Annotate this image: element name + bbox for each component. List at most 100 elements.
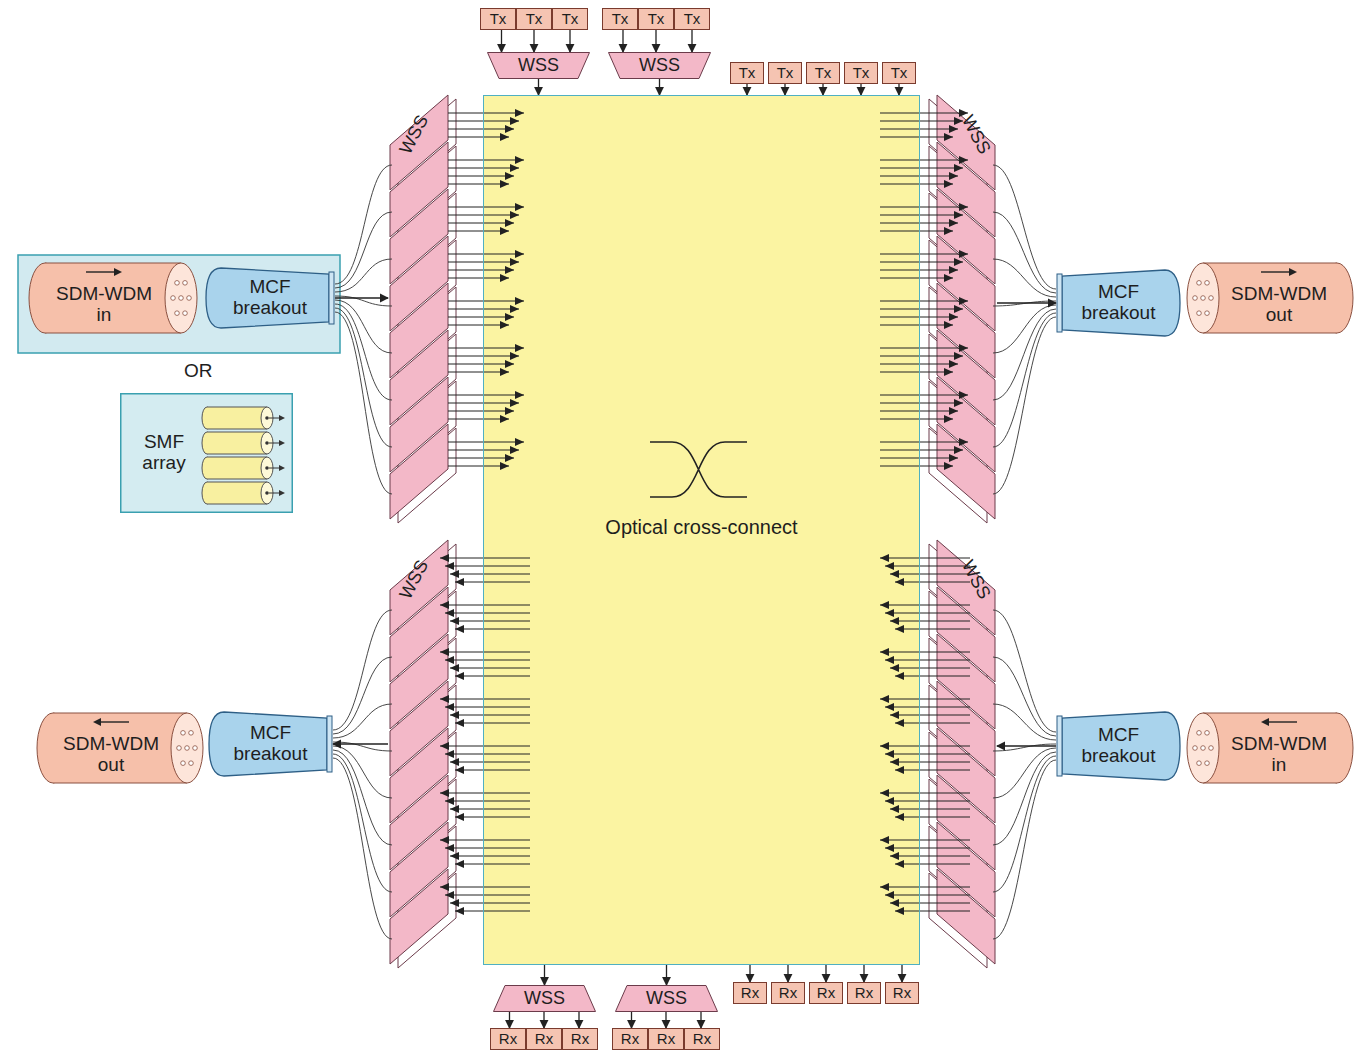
wss-mux: WSS [608,52,711,79]
port-arrowhead [949,454,958,462]
port-arrowhead [954,164,963,172]
port-arrowhead [890,617,899,625]
port-line [445,707,530,708]
port-arrowhead [500,227,509,235]
node-text: Rx [817,985,835,1002]
port-line [880,793,970,794]
fiber-fan [335,296,392,306]
port-line [448,184,509,185]
port-line [880,364,958,365]
port-line [450,621,530,622]
port-line [890,903,970,904]
wss-slab [937,424,995,519]
direction-arrow [1267,721,1297,722]
transceiver-box: Rx [684,1028,720,1050]
cross-symbol [650,442,747,497]
port-line [885,707,970,708]
wss-outline [494,986,596,1012]
port-arrowhead [445,609,454,617]
connector-arrow [784,84,785,95]
port-arrowhead [885,891,894,899]
transceiver-box: Tx [806,62,840,84]
port-arrowhead [500,180,509,188]
fiber-core [183,281,188,286]
port-line [880,278,953,279]
port-line [448,458,514,459]
port-line [880,137,953,138]
box-outline [769,63,802,84]
fiber-core [1205,731,1210,736]
port-line [448,317,514,318]
port-line [445,613,530,614]
node-text: Rx [499,1031,517,1048]
connector-arrow [335,297,388,298]
port-line [885,895,970,896]
port-arrowhead [949,266,958,274]
port-arrowhead [455,860,464,868]
port-arrowhead [890,805,899,813]
port-arrowhead [445,891,454,899]
direction-arrow [86,271,116,272]
node-text: SDM-WDM in [1227,734,1331,776]
port-line [445,895,530,896]
fiber-core [171,296,176,301]
breakout-outline [1062,712,1180,780]
transceiver-box: Rx [847,982,881,1004]
port-line [440,652,530,653]
wss-mux: WSS [487,52,590,79]
box-outline [731,63,764,84]
fiber-fan [333,746,392,798]
breakout-group [209,712,332,776]
mcf-breakout: MCF breakout [1056,268,1181,338]
port-arrowhead [510,117,519,125]
port-line [450,715,530,716]
wss-demux: WSS [615,985,718,1012]
port-arrowhead [505,454,514,462]
connector-arrow [622,30,623,52]
port-arrowhead [510,211,519,219]
port-line [880,309,963,310]
mcf-breakout: MCF breakout [208,710,333,778]
node-text: WSS [957,557,994,603]
node-text: Tx [684,11,701,28]
connector-arrow [825,965,826,982]
port-line [885,754,970,755]
connector-arrow [666,965,667,985]
connector-arrow [997,745,1056,746]
box-outline [649,1029,684,1050]
port-arrowhead [515,203,524,211]
fiber-core [185,746,190,751]
port-arrowhead [890,711,899,719]
fiber-fan [333,610,392,730]
port-line [880,403,963,404]
smf-fiber-edge [207,407,267,429]
port-arrowhead [944,227,953,235]
fiber-fan [993,610,1056,732]
node-text: Rx [693,1031,711,1048]
fiber-core [1209,296,1214,301]
node-text: Rx [571,1031,589,1048]
node-text: WSS [646,989,687,1009]
port-arrowhead [895,813,904,821]
smf-core [265,416,269,420]
port-arrowhead [890,899,899,907]
port-line [448,348,524,349]
port-arrowhead [505,125,514,133]
node-text: WSS [518,56,559,76]
port-line [455,864,530,865]
port-line [895,676,970,677]
fiber-fan [993,301,1056,306]
note-label: OR [184,360,213,382]
port-arrowhead [959,156,968,164]
fiber-core [1197,761,1202,766]
fiber-fan [993,756,1056,892]
fiber-fan [993,704,1056,740]
port-arrowhead [944,180,953,188]
connector-arrow [533,30,534,52]
box-outline [845,63,878,84]
port-arrowhead [450,711,459,719]
port-arrowhead [505,172,514,180]
port-arrowhead [500,415,509,423]
port-line [440,699,530,700]
port-line [448,176,514,177]
